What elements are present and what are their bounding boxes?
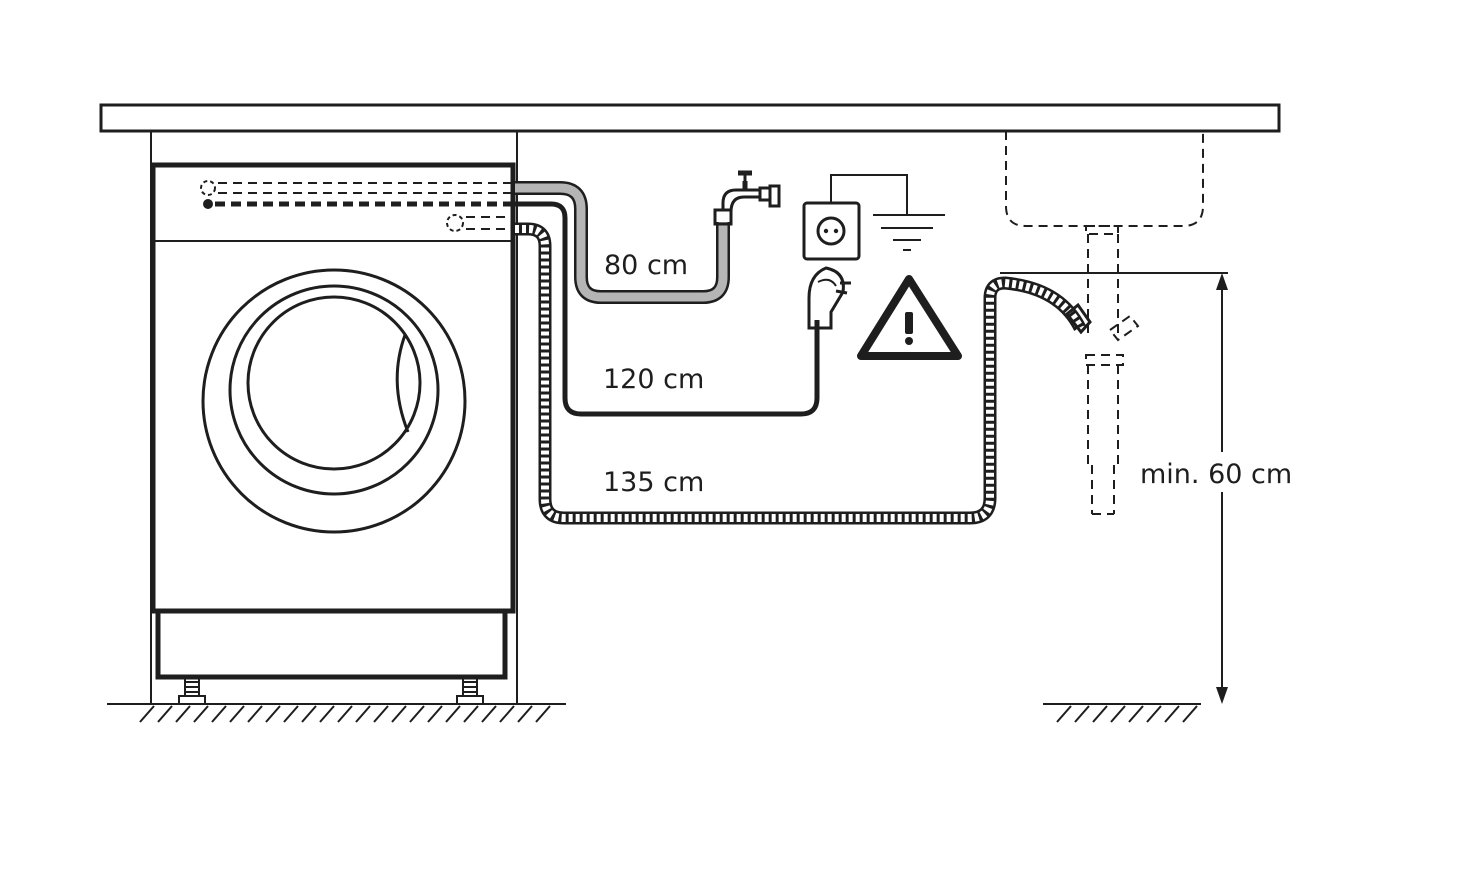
floor-hatch-line (283, 705, 299, 723)
min-drain-height-label: min. 60 cm (1140, 459, 1292, 490)
floor-hatch-line (445, 705, 461, 723)
warning-triangle-icon (857, 275, 962, 360)
floor-hatch-line (337, 705, 353, 723)
floor-hatch-line (157, 705, 173, 723)
floor-hatch-line (355, 705, 371, 723)
floor-hatch-line (193, 705, 209, 723)
internal-hose-routes (200, 180, 515, 232)
countertop (99, 103, 1281, 133)
floor-right (1043, 703, 1201, 723)
floor-hatch-line (175, 705, 191, 723)
floor-hatch-line (1110, 705, 1126, 723)
floor-hatch-line (265, 705, 281, 723)
power-socket-icon (802, 201, 861, 261)
drain-hose (515, 222, 1092, 525)
floor-hatch-line (1056, 705, 1072, 723)
floor-hatch-line (481, 705, 497, 723)
floor-hatch-line (1092, 705, 1108, 723)
power-cord (515, 201, 820, 417)
floor-hatch-line (211, 705, 227, 723)
floor-hatch-line (391, 705, 407, 723)
floor-hatch-line (373, 705, 389, 723)
door (201, 268, 467, 534)
floor-hatch-line (517, 705, 533, 723)
floor-hatch-line (1074, 705, 1090, 723)
inlet-hose-length-label: 80 cm (604, 250, 688, 281)
floor-hatch-line (139, 705, 155, 723)
floor-hatch-line (319, 705, 335, 723)
floor-hatch-line (1182, 705, 1198, 723)
drain-pipe-icon (1085, 234, 1140, 515)
floor-hatch-line (229, 705, 245, 723)
drain-hose-length-label: 135 cm (603, 467, 704, 498)
inlet-hose (515, 181, 730, 304)
feet (178, 676, 484, 705)
floor-hatch-line (1128, 705, 1144, 723)
floor-hatch-line (535, 705, 551, 723)
floor-hatch-line (499, 705, 515, 723)
washing-machine (150, 162, 516, 705)
plug-icon (807, 266, 851, 330)
power-cord-length-label: 120 cm (603, 364, 704, 395)
cabinet-niche (150, 131, 518, 704)
floor-hatch-line (409, 705, 425, 723)
floor-hatch-line (247, 705, 263, 723)
min-height-label-bg (1136, 452, 1302, 492)
plinth (155, 608, 508, 680)
water-tap-icon (713, 170, 781, 226)
ground-symbol-icon (830, 174, 945, 251)
floor-hatch-line (1164, 705, 1180, 723)
floor-hatch-line (427, 705, 443, 723)
floor-hatch-line (1146, 705, 1162, 723)
sink-icon (1005, 131, 1204, 235)
floor-hatch-line (301, 705, 317, 723)
floor-hatch-line (463, 705, 479, 723)
floor-left (107, 703, 566, 723)
